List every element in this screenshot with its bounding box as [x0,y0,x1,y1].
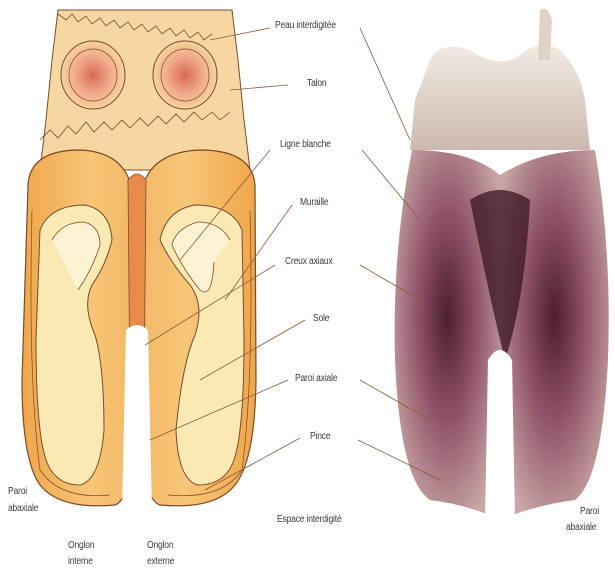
bulb-left [61,41,125,109]
claw-photo [395,9,609,520]
photo-gap [485,350,515,520]
label-sole: Sole [313,313,329,324]
label-muraille: Muraille [300,197,328,208]
label-peau-interdigitee: Peau interdigitée [275,20,336,31]
label-paroi-abaxiale-right-1: Paroi [580,506,599,517]
label-paroi-axiale: Paroi axiale [295,373,337,384]
label-espace-interdigite: Espace interdigité [277,514,342,525]
label-talon: Talon [307,78,326,89]
photo-top-stem [538,9,552,60]
leader-photo-1 [360,28,410,140]
label-onglon-externe-2: externe [147,556,174,567]
bulb-right [153,41,217,109]
claw-drawing [22,10,256,510]
label-paroi-abaxiale-left-2: abaxiale [8,503,38,514]
label-creux-axiaux: Creux axiaux [285,256,333,267]
label-ligne-blanche: Ligne blanche [280,139,331,150]
label-onglon-interne-2: interne [68,556,93,567]
label-pince: Pince [310,431,330,442]
label-onglon-externe-1: Onglon [147,540,173,551]
interdigital-gap-white [122,325,152,510]
label-paroi-abaxiale-left-1: Paroi [8,486,27,497]
photo-heels [410,45,590,150]
label-onglon-interne-1: Onglon [68,540,94,551]
label-paroi-abaxiale-right-2: abaxiale [566,522,596,533]
